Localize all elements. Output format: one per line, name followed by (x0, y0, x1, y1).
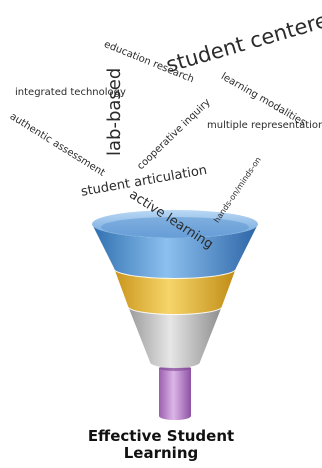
word-multiple-representations: multiple representations (207, 120, 322, 131)
caption-line-1: Effective Student (87, 427, 235, 445)
funnel-band-blue (92, 224, 258, 278)
funnel-spout (159, 368, 191, 420)
funnel-band-yellow (114, 268, 236, 314)
caption-line-2: Learning (123, 444, 199, 462)
word-integrated-technology: integrated technology (15, 87, 126, 98)
word-lab-based: lab-based (104, 67, 125, 156)
funnel-band-gray (128, 306, 222, 368)
